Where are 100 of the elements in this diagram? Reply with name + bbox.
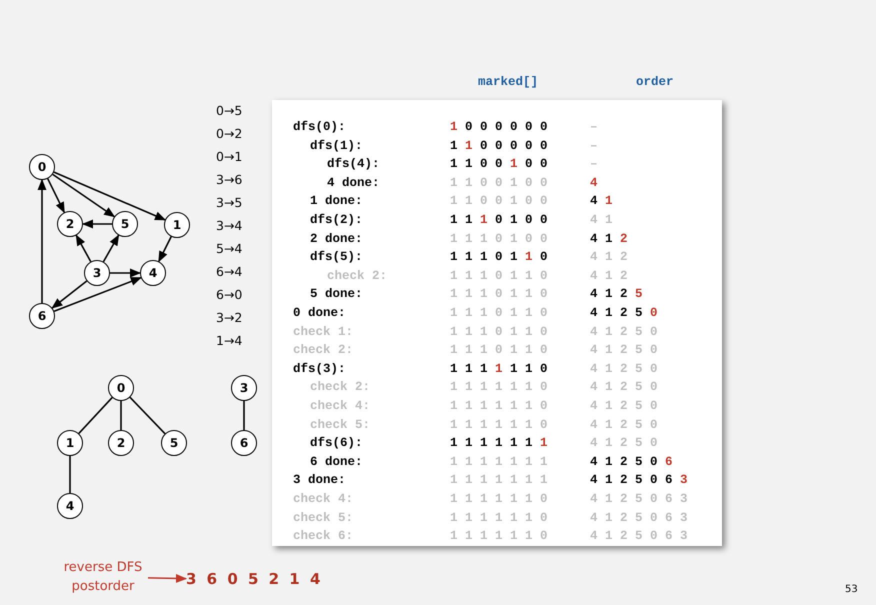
order-values: 4 1 2 5	[590, 287, 643, 302]
vertex-circle: 1	[164, 212, 190, 238]
order-values: 4 1 2 5 0	[590, 362, 658, 376]
vertex-circle: 2	[57, 211, 83, 237]
trace-step: check 5:	[293, 510, 354, 525]
marked-array-values: 1 1 1 1 1 1 0	[450, 380, 548, 394]
order-values: 4 1 2 5 0 6	[590, 454, 673, 469]
edge-list-entry: 3→2	[216, 310, 242, 325]
trace-step: check 2:	[327, 268, 388, 283]
tree-vertex-circle: 3	[231, 375, 257, 401]
marked-array-values: 1 0 0 0 0 0 0	[450, 120, 548, 134]
vertex-circle: 5	[112, 211, 138, 237]
order-values: 4 1 2	[590, 250, 628, 264]
tree-vertex-circle: 2	[108, 430, 134, 456]
annotation-text: reverse DFS postorder	[58, 558, 148, 596]
order-values: –	[590, 138, 598, 153]
tree-edge	[243, 401, 245, 430]
tree-edge	[129, 396, 166, 434]
marked-array-values: 1 1 1 0 1 1 0	[450, 268, 548, 283]
arrow	[102, 234, 120, 262]
tree-edge	[69, 456, 71, 493]
marked-array-values: 1 1 0 0 1 0 0	[450, 176, 548, 190]
marked-array-values: 1 1 1 0 1 0 0	[450, 232, 548, 246]
marked-array-values: 1 1 1 1 1 1 0	[450, 510, 548, 525]
arrow	[47, 178, 65, 214]
trace-step: check 4:	[293, 492, 354, 506]
marked-array-values: 1 1 1 1 1 1 0	[450, 418, 548, 432]
trace-step: 4 done:	[327, 176, 380, 190]
marked-array-values: 1 1 1 0 1 1 0	[450, 343, 548, 358]
arrow	[52, 174, 116, 218]
trace-step: dfs(0):	[293, 120, 346, 134]
tree-vertex-circle: 0	[108, 375, 134, 401]
order-values: 4 1 2 5 0	[590, 324, 658, 339]
tree-vertex-circle: 6	[231, 430, 257, 456]
order-values: 4 1 2 5 0	[590, 418, 658, 432]
marked-array-values: 1 1 1 1 1 1 0	[450, 399, 548, 413]
trace-step: dfs(6):	[310, 436, 363, 450]
order-values: 4 1 2 5 0 6 3	[590, 510, 688, 525]
arrow	[158, 236, 172, 262]
arrow	[51, 280, 88, 309]
edge-list-entry: 5→4	[216, 241, 242, 256]
order-values: 4 1 2 5 0	[590, 343, 658, 358]
marked-array-values: 1 1 1 1 1 1 0	[450, 529, 548, 544]
arrow	[76, 234, 92, 262]
order-values: 4 1 2	[590, 232, 628, 246]
postorder-sequence: 3 6 0 5 2 1 4	[186, 570, 320, 588]
arrow	[54, 276, 142, 312]
order-values: 4	[590, 176, 598, 190]
edge-list-entry: 3→4	[216, 218, 242, 233]
trace-step: check 4:	[310, 399, 370, 413]
order-values: 4 1 2 5 0	[590, 436, 658, 450]
order-values: –	[590, 157, 598, 172]
order-values: 4 1 2 5 0 6 3	[590, 492, 688, 506]
arrow	[148, 574, 188, 583]
vertex-circle: 4	[140, 260, 166, 286]
arrow	[54, 171, 166, 221]
edge-list-entry: 0→5	[216, 103, 242, 118]
tree-vertex-circle: 4	[57, 493, 83, 519]
marked-array-values: 1 1 1 1 1 1 0	[450, 492, 548, 506]
trace-step: dfs(4):	[327, 157, 380, 172]
edge-list-entry: 0→1	[216, 149, 242, 164]
marked-array-values: 1 1 1 1 1 1 1	[450, 436, 548, 450]
trace-step: 6 done:	[310, 454, 363, 469]
tree-vertex-circle: 5	[161, 430, 187, 456]
trace-step: dfs(3):	[293, 362, 346, 376]
order-values: –	[590, 120, 598, 134]
marked-array-values: 1 1 1 1 1 1 0	[450, 362, 548, 376]
order-values: 4 1 2 5 0 6 3	[590, 529, 688, 544]
trace-step: check 1:	[293, 324, 354, 339]
trace-step: check 6:	[293, 529, 354, 544]
arrow	[38, 178, 46, 303]
trace-step: 2 done:	[310, 232, 363, 246]
trace-step: check 2:	[310, 380, 370, 394]
tree-vertex-circle: 1	[57, 430, 83, 456]
marked-array-values: 1 1 1 1 1 1 1	[450, 473, 548, 488]
page-number: 53	[845, 584, 858, 595]
marked-array-values: 1 1 1 0 1 0 0	[450, 213, 548, 227]
order-values: 4 1	[590, 194, 613, 208]
marked-array-values: 1 1 0 0 0 0 0	[450, 138, 548, 153]
trace-step: 0 done:	[293, 306, 346, 320]
edge-list-entry: 0→2	[216, 126, 242, 141]
edge-list-entry: 6→4	[216, 264, 242, 279]
trace-step: dfs(5):	[310, 250, 363, 264]
arrow	[110, 268, 142, 278]
trace-step: 1 done:	[310, 194, 363, 208]
vertex-circle: 0	[29, 154, 55, 180]
marked-array-values: 1 1 0 0 1 0 0	[450, 194, 548, 208]
order-values: 4 1 2 5 0	[590, 306, 658, 320]
column-header: order	[636, 75, 674, 89]
tree-edge	[120, 401, 122, 430]
vertex-circle: 3	[84, 260, 110, 286]
marked-array-values: 1 1 0 0 1 0 0	[450, 157, 548, 172]
trace-step: dfs(1):	[310, 138, 363, 153]
edge-list-entry: 6→0	[216, 287, 242, 302]
edge-list-entry: 1→4	[216, 333, 242, 348]
trace-step: 5 done:	[310, 287, 363, 302]
order-values: 4 1 2 5 0	[590, 399, 658, 413]
trace-step: check 5:	[310, 418, 370, 432]
edge-list-entry: 3→6	[216, 172, 242, 187]
column-header: marked[]	[478, 75, 538, 89]
